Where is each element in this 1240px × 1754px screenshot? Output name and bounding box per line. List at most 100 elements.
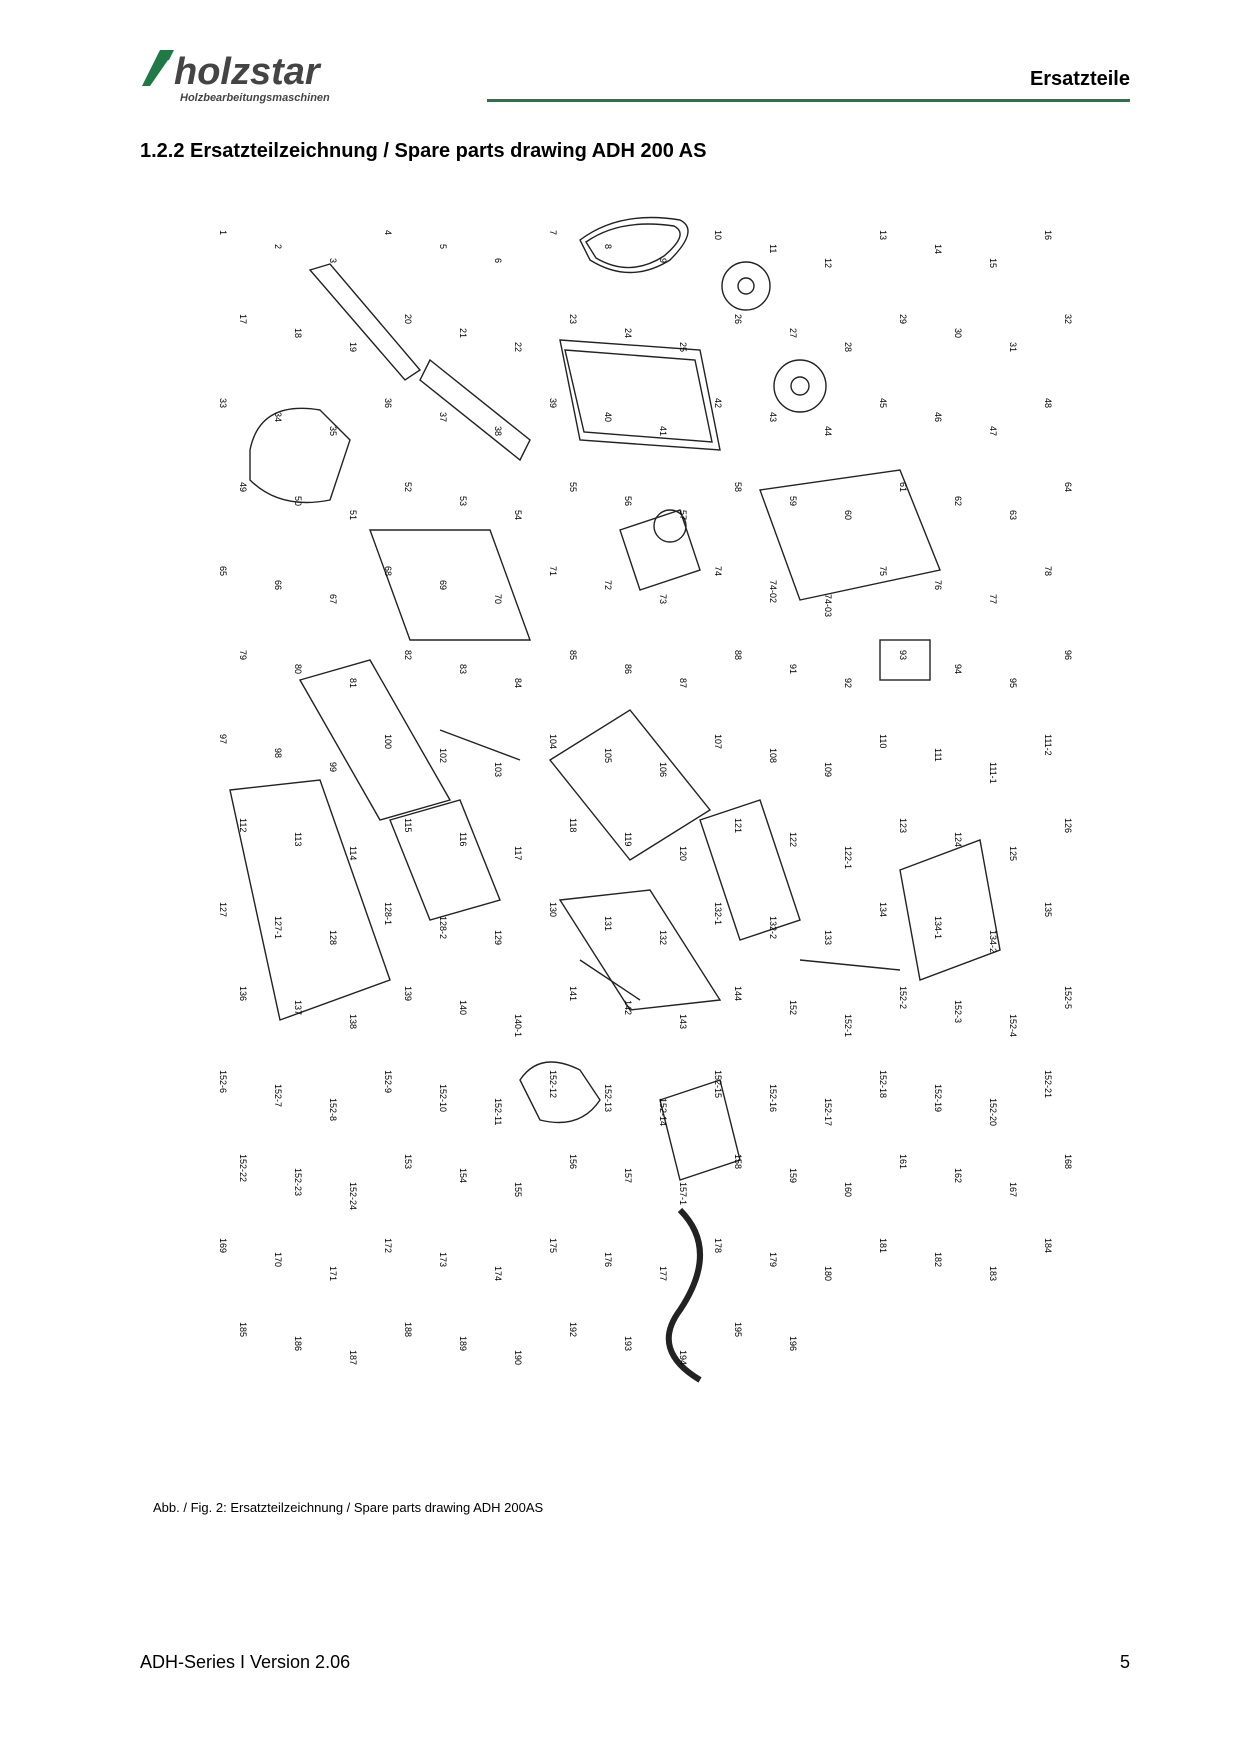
part-number-label: 11	[768, 244, 778, 253]
part-number-label: 73	[658, 594, 668, 604]
part-number-label: 85	[568, 650, 578, 660]
part-number-label: 41	[658, 426, 668, 436]
part-number-label: 22	[513, 342, 523, 352]
part-number-label: 107	[713, 734, 723, 749]
figure-caption: Abb. / Fig. 2: Ersatzteilzeichnung / Spa…	[153, 1500, 544, 1515]
part-number-label: 161	[898, 1154, 908, 1169]
part-number-label: 63	[1008, 510, 1018, 520]
part-number-label: 131	[603, 916, 613, 931]
part-number-label: 180	[823, 1266, 833, 1281]
part-number-label: 42	[713, 398, 723, 408]
part-number-label: 168	[1063, 1154, 1073, 1169]
part-number-label: 33	[218, 398, 228, 408]
part-number-label: 155	[513, 1182, 523, 1197]
part-number-label: 113	[293, 832, 303, 846]
part-number-label: 24	[623, 328, 633, 338]
part-number-label: 54	[513, 510, 523, 520]
part-number-label: 111-2	[1043, 734, 1053, 756]
part-number-label: 25	[678, 342, 688, 352]
header-divider	[487, 99, 1130, 102]
part-number-label: 5	[438, 244, 448, 249]
part-number-label: 45	[878, 398, 888, 408]
part-number-label: 55	[568, 482, 578, 492]
part-number-label: 34	[273, 412, 283, 422]
part-number-label: 152-21	[1043, 1070, 1053, 1098]
part-number-label: 152-20	[988, 1098, 998, 1126]
part-number-label: 20	[403, 314, 413, 324]
part-number-label: 12	[823, 258, 833, 268]
part-number-label: 128-1	[383, 902, 393, 925]
part-number-label: 74-02	[768, 580, 778, 603]
part-number-label: 62	[953, 496, 963, 506]
part-number-label: 160	[843, 1182, 853, 1197]
part-number-label: 52	[403, 482, 413, 492]
part-number-label: 66	[273, 580, 283, 590]
part-number-label: 190	[513, 1350, 523, 1365]
part-number-label: 152-11	[493, 1098, 503, 1125]
part-number-label: 49	[238, 482, 248, 492]
logo-mark-icon	[142, 50, 174, 86]
part-number-label: 143	[678, 1014, 688, 1029]
part-number-label: 188	[403, 1322, 413, 1337]
part-number-label: 187	[348, 1350, 358, 1365]
page-number: 5	[1119, 1652, 1130, 1672]
part-number-label: 152-24	[348, 1182, 358, 1210]
part-number-label: 83	[458, 664, 468, 674]
part-number-label: 194	[678, 1350, 688, 1365]
part-number-label: 154	[458, 1168, 468, 1183]
part-number-label: 184	[1043, 1238, 1053, 1253]
part-number-label: 122	[788, 832, 798, 847]
part-number-label: 175	[548, 1238, 558, 1253]
part-number-label: 58	[733, 482, 743, 492]
part-number-label: 3	[328, 258, 338, 263]
part-number-label: 38	[493, 426, 503, 436]
part-number-label: 128-2	[438, 916, 448, 939]
part-number-label: 87	[678, 678, 688, 688]
part-number-label: 1	[218, 230, 228, 235]
part-number-label: 86	[623, 664, 633, 674]
part-number-label: 96	[1063, 650, 1073, 660]
part-number-label: 196	[788, 1336, 798, 1351]
part-number-label: 152-13	[603, 1084, 613, 1112]
part-number-label: 157	[623, 1168, 633, 1183]
part-number-label: 75	[878, 566, 888, 576]
part-number-label: 137	[293, 1000, 303, 1015]
logo-wordmark: holzstar	[174, 51, 322, 93]
part-number-label: 97	[218, 734, 228, 744]
part-number-label: 173	[438, 1252, 448, 1267]
part-number-label: 193	[623, 1336, 633, 1351]
part-number-label: 80	[293, 664, 303, 674]
part-number-label: 152-14	[658, 1098, 668, 1126]
part-number-label: 195	[733, 1322, 743, 1337]
part-number-label: 134-2	[988, 930, 998, 953]
part-number-label: 133	[823, 930, 833, 945]
part-number-label: 135	[1043, 902, 1053, 917]
page-title: 1.2.2 Ersatzteilzeichnung / Spare parts …	[140, 140, 707, 162]
part-number-label: 28	[843, 342, 853, 352]
part-number-label: 177	[658, 1266, 668, 1281]
part-number-label: 162	[953, 1168, 963, 1183]
part-number-label: 130	[548, 902, 558, 917]
part-number-label: 21	[458, 328, 468, 338]
part-number-label: 81	[348, 678, 358, 688]
part-number-label: 104	[548, 734, 558, 749]
part-number-label: 122-1	[843, 846, 853, 869]
part-number-label: 144	[733, 986, 743, 1001]
part-number-label: 126	[1063, 818, 1073, 833]
part-number-label: 100	[383, 734, 393, 749]
part-number-label: 142	[623, 1000, 633, 1015]
part-number-label: 6	[493, 258, 503, 263]
part-number-label: 60	[843, 510, 853, 520]
part-number-label: 8	[603, 244, 613, 249]
part-number-label: 36	[383, 398, 393, 408]
part-number-label: 152-16	[768, 1084, 778, 1112]
part-number-label: 70	[493, 594, 503, 604]
part-number-label: 134	[878, 902, 888, 917]
part-number-label: 127	[218, 902, 228, 917]
part-number-label: 183	[988, 1266, 998, 1281]
part-number-label: 46	[933, 412, 943, 422]
brand-logo: holzstar Holzbearbeitungsmaschinen	[140, 46, 420, 106]
part-number-label: 152-6	[218, 1070, 228, 1093]
part-number-label: 115	[403, 818, 413, 832]
part-number-label: 94	[953, 664, 963, 674]
